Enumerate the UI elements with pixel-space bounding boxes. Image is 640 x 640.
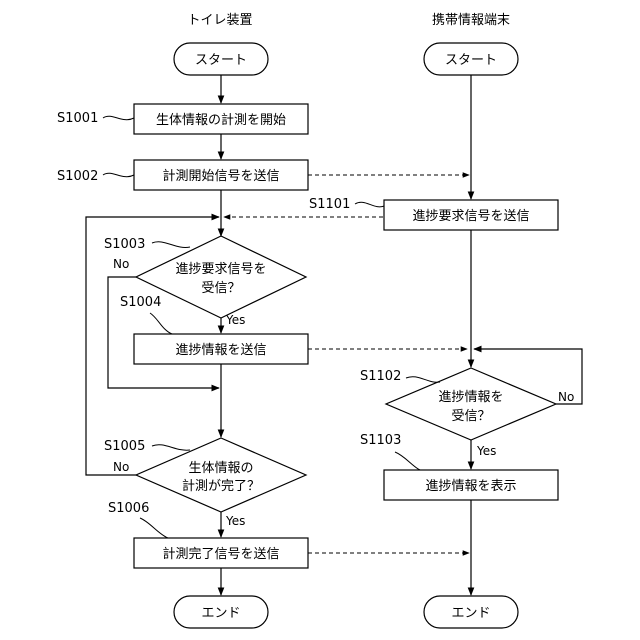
- terminal-start-text: スタート: [445, 53, 497, 68]
- s1003-step-label: S1003: [104, 237, 145, 252]
- s1006-leader: [140, 518, 168, 538]
- s1006-text: 計測完了信号を送信: [162, 546, 279, 562]
- s1001-leader: [103, 116, 134, 119]
- toilet-start-text: スタート: [195, 53, 247, 68]
- s1003-text-line1: 進捗要求信号を: [175, 262, 266, 277]
- s1001-step-label: S1001: [57, 111, 98, 126]
- s1101-step-label: S1101: [309, 197, 350, 212]
- s1102-text-line2: 受信？: [451, 409, 490, 424]
- s1005-text-line2: 計測が完了？: [182, 478, 260, 494]
- s1102-no-label: No: [558, 390, 574, 404]
- s1003-yes-label: Yes: [225, 313, 245, 327]
- s1005-yes-label: Yes: [225, 514, 245, 528]
- s1002-text: 計測開始信号を送信: [162, 168, 279, 184]
- s1101-leader: [355, 202, 384, 207]
- s1002-leader: [103, 173, 134, 176]
- s1103-leader: [395, 452, 420, 470]
- s1003-no-label: No: [113, 257, 129, 271]
- s1103-step-label: S1103: [360, 433, 401, 448]
- s1005-leader: [152, 445, 190, 451]
- s1005-step-label: S1005: [104, 439, 145, 454]
- s1102-leader: [406, 377, 440, 383]
- toilet-end-text: エンド: [201, 606, 240, 621]
- s1003-diamond: [136, 236, 306, 318]
- s1004-text: 進捗情報を送信: [175, 343, 266, 358]
- s1006-step-label: S1006: [108, 501, 149, 516]
- column-header-toilet: トイレ装置: [187, 13, 252, 28]
- s1002-step-label: S1002: [57, 169, 98, 184]
- s1004-leader: [150, 313, 172, 334]
- column-header-terminal: 携帯情報端末: [432, 12, 510, 28]
- s1102-step-label: S1102: [360, 369, 401, 384]
- s1103-text: 進捗情報を表示: [425, 479, 516, 494]
- terminal-end-text: エンド: [451, 606, 490, 621]
- s1003-leader: [152, 242, 190, 248]
- s1102-text-line1: 進捗情報を: [438, 390, 503, 405]
- s1001-text: 生体情報の計測を開始: [156, 112, 286, 128]
- s1102-yes-label: Yes: [476, 444, 496, 458]
- s1004-step-label: S1004: [120, 295, 161, 310]
- s1003-text-line2: 受信？: [201, 281, 240, 296]
- s1101-text: 進捗要求信号を送信: [412, 209, 529, 224]
- s1005-no-label: No: [113, 460, 129, 474]
- s1005-text-line1: 生体情報の: [188, 461, 253, 476]
